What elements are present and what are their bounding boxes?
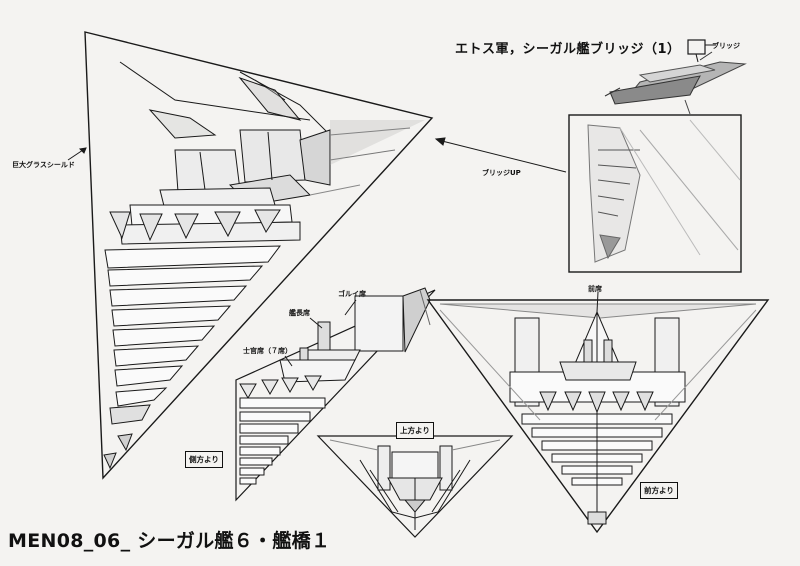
bridge-up-arrow xyxy=(437,139,567,173)
bridge-label: ブリッジ xyxy=(712,42,740,50)
front-view-label: 前方より xyxy=(640,482,678,499)
golai-seat-label: ゴルイ席 xyxy=(338,290,366,298)
bridge-up-inset xyxy=(568,114,742,273)
top-view-label: 上方より xyxy=(396,422,434,439)
crew-seats-label: 士官席（７席） xyxy=(243,347,292,355)
top-view-drawing xyxy=(316,435,514,538)
side-view-drawing xyxy=(235,287,436,502)
main-perspective-drawing xyxy=(84,31,434,480)
sheet-title: エトス軍，シーガル艦ブリッジ（1） xyxy=(455,42,681,57)
ship-thumbnail xyxy=(604,39,747,105)
glass-shield-label: 巨大グラスシールド xyxy=(12,161,75,169)
front-view-drawing xyxy=(426,299,770,534)
front-seat-label: 前席 xyxy=(588,285,602,293)
bridge-up-label: ブリッジUP xyxy=(482,169,521,177)
side-view-label: 側方より xyxy=(185,451,223,468)
sheet-footer-caption: MEN08_06_ シーガル艦６・艦橋１ xyxy=(8,530,331,552)
captain-seat-label: 艦長席 xyxy=(289,309,310,317)
